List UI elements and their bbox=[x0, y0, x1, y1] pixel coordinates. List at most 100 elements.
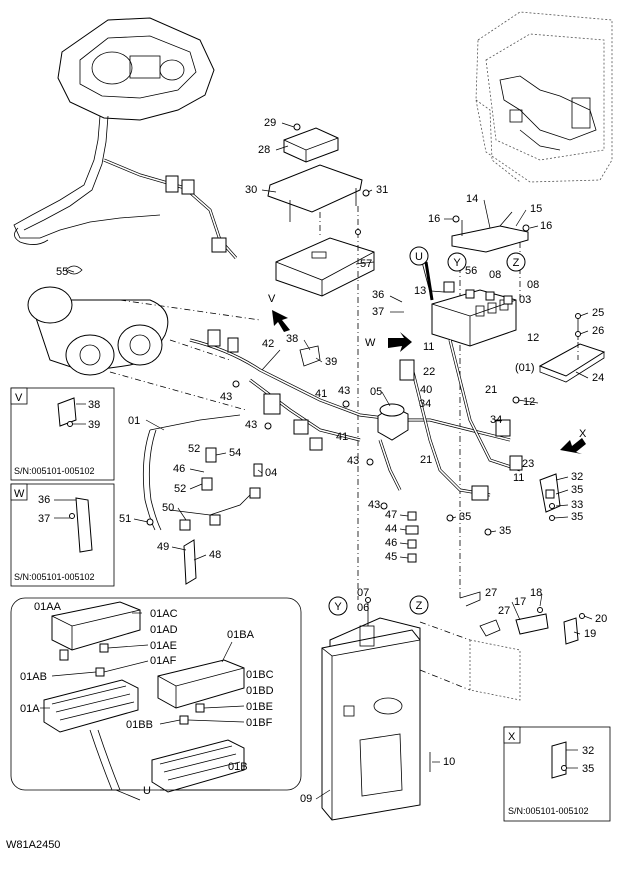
callout-c14: 14 bbox=[466, 193, 478, 205]
callout-c44: 44 bbox=[385, 523, 397, 535]
letter-markers: U Y Z Y Z bbox=[328, 246, 526, 616]
label-01ad: 01AD bbox=[150, 624, 178, 636]
view-arrow-label-aX: X bbox=[579, 428, 587, 440]
detail-w-letter: W bbox=[14, 488, 25, 500]
marker-mU: U bbox=[409, 246, 429, 266]
callout-c48: 48 bbox=[209, 549, 221, 561]
marker-letter-mZ2: Z bbox=[416, 600, 423, 612]
callout-c20: 20 bbox=[595, 613, 607, 625]
callout-c35c: 35 bbox=[571, 511, 583, 523]
cab-outline bbox=[475, 11, 613, 183]
callout-c56: 56 bbox=[465, 265, 477, 277]
callout-c29: 29 bbox=[264, 117, 276, 129]
label-01bf: 01BF bbox=[246, 717, 273, 729]
label-01b: 01B bbox=[228, 761, 248, 773]
callout-c54: 54 bbox=[229, 447, 241, 459]
label-01bb: 01BB bbox=[126, 719, 153, 731]
detail-view-v: V 38 39 S/N:005101-005102 bbox=[10, 387, 115, 481]
callout-c08b: 08 bbox=[527, 279, 539, 291]
callout-c11b: 11 bbox=[513, 472, 524, 484]
arrow-u-lead bbox=[424, 261, 434, 301]
relay-bracket-group bbox=[421, 211, 530, 600]
left-harness-bundle bbox=[27, 265, 261, 411]
detail-view-x: X 32 35 S/N:005101-005102 bbox=[503, 726, 611, 822]
view-arrow-v bbox=[272, 310, 290, 332]
marker-letter-mZ: Z bbox=[513, 257, 520, 269]
detail-v-part-39: 39 bbox=[88, 419, 100, 431]
callout-c52b: 52 bbox=[174, 483, 186, 495]
callout-c19: 19 bbox=[584, 628, 596, 640]
detail-w-sn: S/N:005101-005102 bbox=[14, 572, 95, 582]
callout-c12a: 12 bbox=[527, 332, 539, 344]
callout-c35d: 35 bbox=[499, 525, 511, 537]
detail-x-part-32: 32 bbox=[582, 745, 594, 757]
view-arrow-w bbox=[388, 332, 412, 352]
callout-c28: 28 bbox=[258, 144, 270, 156]
callout-c41a: 41 bbox=[315, 388, 327, 400]
callout-c46a: 46 bbox=[173, 463, 185, 475]
callout-c01: 01 bbox=[128, 415, 140, 427]
callout-c38: 38 bbox=[286, 333, 298, 345]
callout-c34a: 34 bbox=[419, 398, 431, 410]
view-arrow-label-aW: W bbox=[365, 337, 376, 349]
callout-c36: 36 bbox=[372, 289, 384, 301]
callout-c24: 24 bbox=[592, 372, 604, 384]
bracket-17-group bbox=[459, 591, 585, 701]
callout-c43c: 43 bbox=[245, 419, 257, 431]
callout-c04: 04 bbox=[265, 467, 277, 479]
view-arrow-x bbox=[560, 438, 586, 454]
callout-c17: 17 bbox=[514, 596, 526, 608]
label-01a: 01A bbox=[20, 703, 40, 715]
callout-c27a: 27 bbox=[485, 587, 497, 599]
marker-mY2: Y bbox=[328, 596, 348, 616]
callout-c21b: 21 bbox=[420, 454, 432, 466]
stack-44-47 bbox=[405, 511, 419, 563]
label-01aa: 01AA bbox=[34, 601, 62, 613]
callout-c33: 33 bbox=[571, 499, 583, 511]
callout-c57: 57 bbox=[360, 258, 372, 270]
connector-marker-u: U bbox=[143, 785, 151, 797]
label-01ba: 01BA bbox=[227, 629, 255, 641]
callout-c30: 30 bbox=[245, 184, 257, 196]
callout-c45: 45 bbox=[385, 551, 397, 563]
callout-c06: 06 bbox=[357, 602, 369, 614]
callout-c42: 42 bbox=[262, 338, 274, 350]
callout-c35b: 35 bbox=[459, 511, 471, 523]
callout-c16a: 16 bbox=[428, 213, 440, 225]
callout-c25: 25 bbox=[592, 307, 604, 319]
callout-c07: 07 bbox=[357, 587, 369, 599]
callout-c43b: 43 bbox=[220, 391, 232, 403]
detail-x-sn: S/N:005101-005102 bbox=[508, 806, 589, 816]
label-01be: 01BE bbox=[246, 701, 273, 713]
callout-c37: 37 bbox=[372, 306, 384, 318]
instrument-panel-assembly bbox=[13, 17, 238, 259]
callout-c31: 31 bbox=[376, 184, 388, 196]
callout-c27b: 27 bbox=[498, 605, 510, 617]
detail-w-part-36: 36 bbox=[38, 494, 50, 506]
callout-c12b: 12 bbox=[523, 396, 535, 408]
callout-c01p: (01) bbox=[515, 362, 535, 374]
detail-view-w: W 36 37 S/N:005101-005102 bbox=[10, 483, 115, 587]
label-01ab: 01AB bbox=[20, 671, 47, 683]
callout-c32a: 32 bbox=[571, 471, 583, 483]
callout-c18: 18 bbox=[530, 587, 542, 599]
detail-w-part-37: 37 bbox=[38, 513, 50, 525]
view-arrow-labels: V W X bbox=[268, 293, 587, 440]
callout-c08a: 08 bbox=[489, 269, 501, 281]
callout-c43a: 43 bbox=[338, 385, 350, 397]
detail-x-part-35: 35 bbox=[582, 763, 594, 775]
callout-c26: 26 bbox=[592, 325, 604, 337]
callout-c22: 22 bbox=[423, 366, 435, 378]
label-01bc: 01BC bbox=[246, 669, 274, 681]
bracket-32-group bbox=[539, 473, 561, 521]
detail-v-sn: S/N:005101-005102 bbox=[14, 466, 95, 476]
detail-x-letter: X bbox=[508, 731, 516, 743]
callout-c13: 13 bbox=[414, 285, 426, 297]
view-arrow-label-aV: V bbox=[268, 293, 276, 305]
callout-c23: 23 bbox=[522, 458, 534, 470]
callout-c09: 09 bbox=[300, 793, 312, 805]
cabinet-09 bbox=[321, 597, 471, 821]
marker-letter-mY: Y bbox=[453, 257, 461, 269]
